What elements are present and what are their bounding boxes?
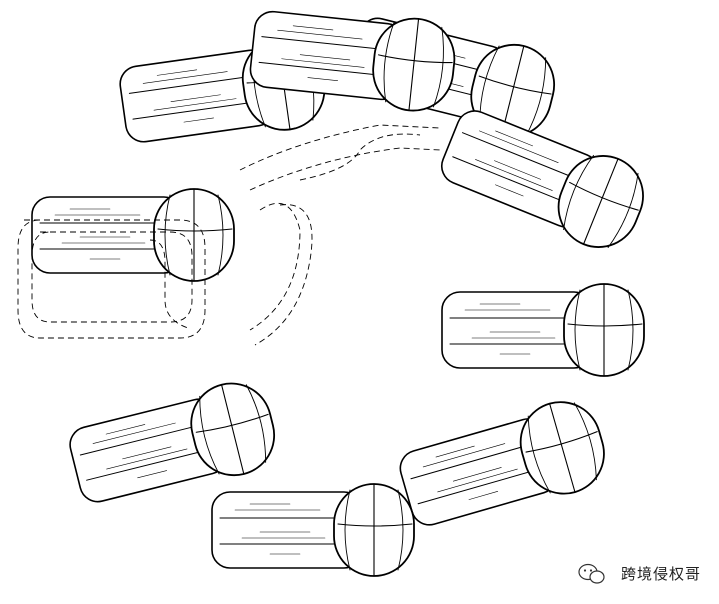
ring-module-6 xyxy=(211,483,415,577)
ring-module-3 xyxy=(432,97,657,261)
watermark-text: 跨境侵权哥 xyxy=(620,565,701,583)
wechat-icon xyxy=(578,563,605,584)
hidden-dashed-outline xyxy=(17,124,441,346)
ring-module-5 xyxy=(392,391,615,538)
ring-module-4 xyxy=(441,283,645,377)
watermark: 跨境侵权哥 xyxy=(616,561,705,586)
ring-module-8 xyxy=(31,188,235,282)
